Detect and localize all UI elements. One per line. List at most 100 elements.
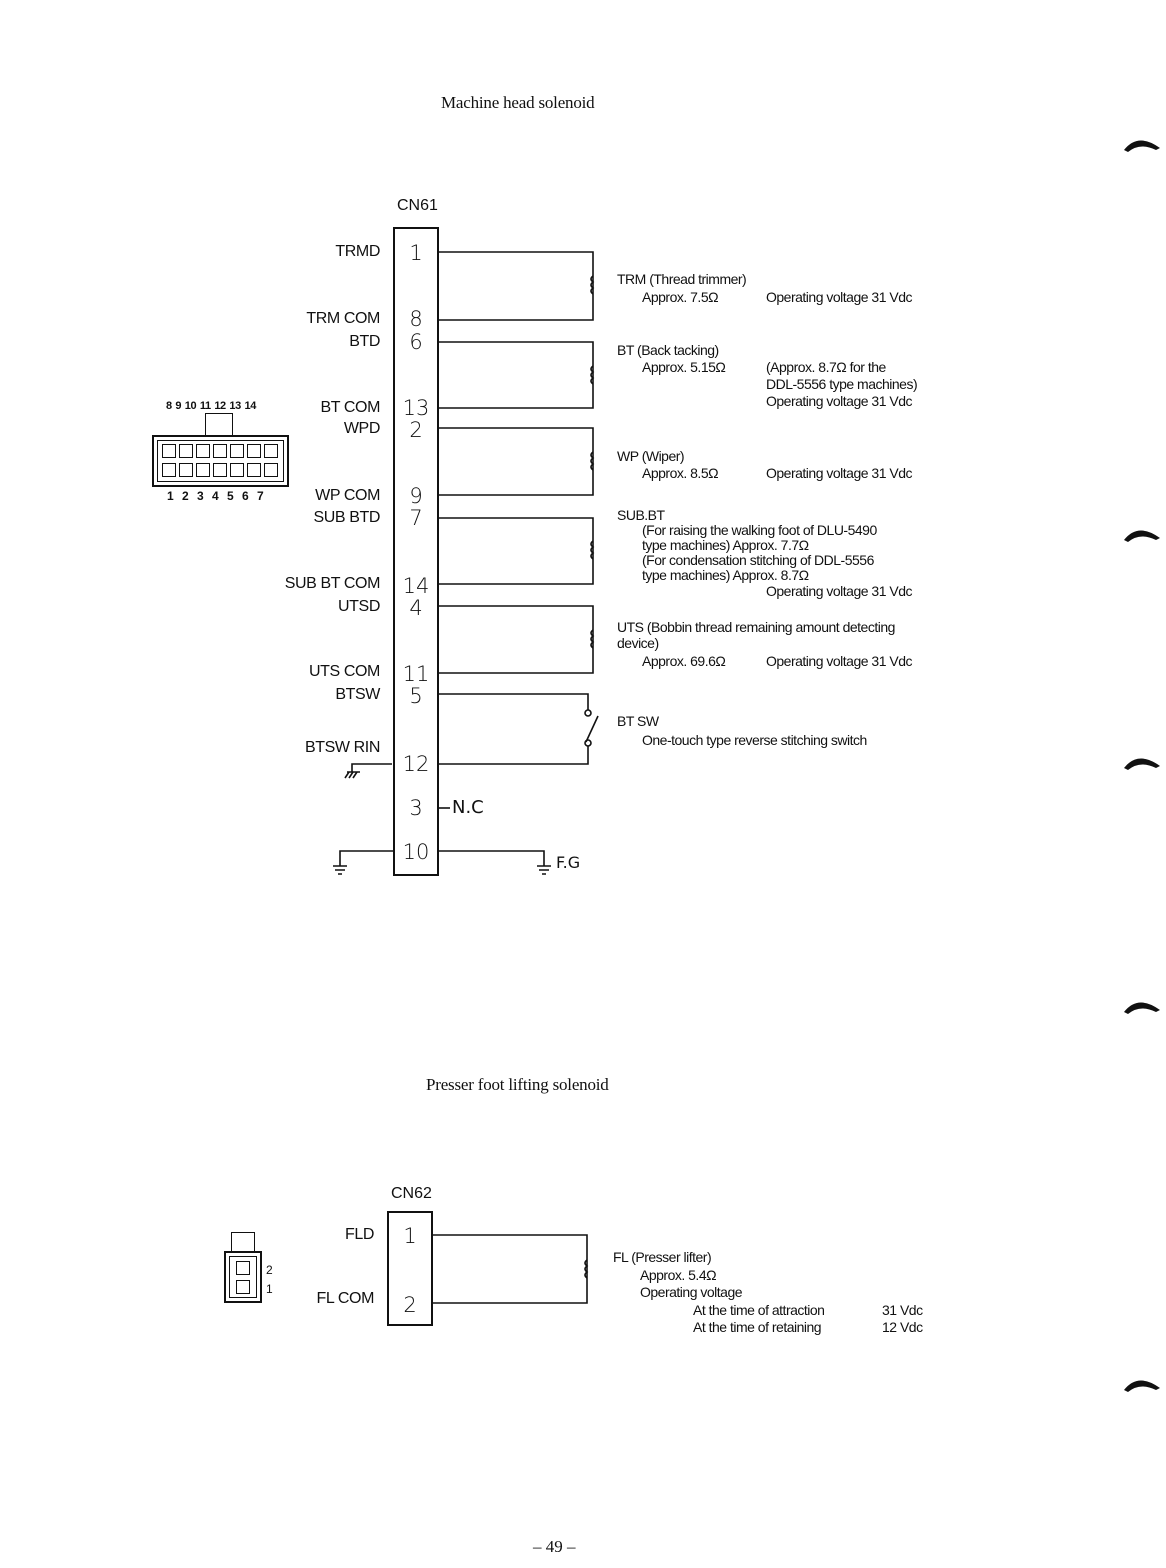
uts-wire: [439, 605, 594, 674]
pin-number: 13: [402, 396, 430, 420]
pin-number: 5: [409, 684, 423, 708]
section-title-machine-head: Machine head solenoid: [441, 93, 595, 112]
fl-voltage-label: Operating voltage: [640, 1284, 743, 1300]
fg-label: F.G: [556, 853, 581, 872]
pin-number: 1: [403, 1224, 417, 1248]
binder-hole-icon: [1124, 1002, 1160, 1014]
signal-label-wpd: WPD: [343, 420, 381, 437]
connector-shell: [152, 435, 289, 487]
pin-cavity-icon: [213, 463, 227, 477]
connector-face-cn62: [224, 1232, 264, 1304]
signal-label-uts-com: UTS COM: [309, 663, 380, 680]
signal-label-btd: BTD: [349, 333, 380, 350]
pin-number: 10: [402, 840, 430, 864]
pin-number: 6: [409, 330, 423, 354]
binder-hole-icon: [1124, 758, 1160, 770]
nc-label: N.C: [452, 797, 484, 818]
signal-label-wp-com: WP COM: [315, 487, 380, 504]
signal-label-fl-com: FL COM: [316, 1290, 375, 1307]
pin-number: 11: [402, 662, 430, 686]
switch-contact-icon: [584, 709, 592, 717]
bt-voltage: Operating voltage 31 Vdc: [766, 393, 913, 409]
btsw-description: One-touch type reverse stitching switch: [642, 732, 867, 748]
subbt-line-2: type machines) Approx. 7.7Ω: [642, 537, 809, 553]
fl-wire: [433, 1234, 588, 1304]
pin-cavity-icon: [247, 463, 261, 477]
bt-wire: [439, 341, 594, 409]
subbt-coil-icon: [590, 540, 595, 560]
bt-title: BT (Back tacking): [617, 342, 719, 358]
pin-number: 2: [403, 1293, 417, 1317]
fl-attraction-label: At the time of attraction: [693, 1302, 825, 1318]
wp-wire: [439, 427, 594, 496]
binder-hole-icon: [1124, 140, 1160, 152]
subbt-wire: [439, 517, 594, 585]
face-pin-number: 2: [266, 1263, 273, 1277]
page-number: – 49 –: [533, 1537, 576, 1556]
signal-label-trm-com: TRM COM: [306, 310, 380, 327]
btsw-wire-top: [439, 693, 589, 710]
bt-note-1: (Approx. 8.7Ω for the: [766, 359, 886, 375]
pin-cavity-icon: [162, 463, 176, 477]
pin-number: 14: [402, 574, 430, 598]
pin-cavity-icon: [230, 463, 244, 477]
pin-number: 12: [402, 752, 430, 776]
wp-coil-icon: [590, 451, 595, 471]
uts-coil-icon: [590, 629, 595, 649]
connector-face-cn61: [152, 413, 289, 487]
connector-latch-icon: [231, 1232, 255, 1252]
subbt-voltage: Operating voltage 31 Vdc: [766, 583, 913, 599]
signal-label-sub-btd: SUB BTD: [313, 509, 380, 526]
fl-attraction-value: 31 Vdc: [882, 1302, 923, 1318]
signal-label-utsd: UTSD: [338, 598, 380, 615]
bt-coil-icon: [590, 365, 595, 385]
pin-cavity-icon: [230, 444, 244, 458]
signal-label-btsw: BTSW: [335, 686, 380, 703]
fl-retaining-label: At the time of retaining: [693, 1319, 822, 1335]
subbt-line-1: (For raising the walking foot of DLU-549…: [642, 522, 877, 538]
fl-title: FL (Presser lifter): [613, 1249, 712, 1265]
bt-resistance: Approx. 5.15Ω: [642, 359, 726, 375]
pin-number: 8: [409, 307, 423, 331]
wp-resistance: Approx. 8.5Ω: [642, 465, 719, 481]
subbt-title: SUB.BT: [617, 507, 665, 523]
binder-hole-icon: [1124, 1380, 1160, 1392]
left-ground-wire: [339, 850, 393, 866]
pin-cavity-icon: [196, 444, 210, 458]
trm-voltage: Operating voltage 31 Vdc: [766, 289, 913, 305]
left-ground-icon: [333, 865, 347, 875]
pin-cavity-icon: [179, 463, 193, 477]
pin-cavity-icon: [264, 463, 278, 477]
signal-label-sub-bt-com: SUB BT COM: [284, 575, 381, 592]
fg-ground-icon: [537, 865, 551, 875]
signal-label-bt-com: BT COM: [320, 399, 380, 416]
binder-hole-icon: [1124, 530, 1160, 542]
uts-title: UTS (Bobbin thread remaining amount dete…: [617, 619, 895, 635]
btsw-title: BT SW: [617, 713, 659, 729]
trm-coil-icon: [590, 275, 595, 295]
connector-shell: [224, 1251, 262, 1303]
uts-voltage: Operating voltage 31 Vdc: [766, 653, 913, 669]
fl-resistance: Approx. 5.4Ω: [640, 1267, 717, 1283]
section-title-presser-foot: Presser foot lifting solenoid: [426, 1075, 609, 1094]
connector-label-cn61: CN61: [397, 197, 438, 214]
fg-wire: [439, 850, 545, 866]
binder-marks: [1124, 140, 1160, 1392]
uts-title-2: device): [617, 635, 659, 651]
pin-cavity-icon: [264, 444, 278, 458]
pin-cavity-icon: [213, 444, 227, 458]
connector-cn61-body: [393, 227, 439, 876]
uts-resistance: Approx. 69.6Ω: [642, 653, 726, 669]
wp-voltage: Operating voltage 31 Vdc: [766, 465, 913, 481]
pin-cavity-icon: [162, 444, 176, 458]
bt-note-2: DDL-5556 type machines): [766, 376, 918, 392]
fl-coil-icon: [584, 1259, 589, 1279]
wp-title: WP (Wiper): [617, 448, 685, 464]
pin-number: 4: [409, 596, 423, 620]
subbt-line-4: type machines) Approx. 8.7Ω: [642, 567, 809, 583]
pin-number: 1: [409, 241, 423, 265]
trm-resistance: Approx. 7.5Ω: [642, 289, 719, 305]
pin-number: 2: [409, 418, 423, 442]
pin-cavity-icon: [236, 1280, 250, 1294]
